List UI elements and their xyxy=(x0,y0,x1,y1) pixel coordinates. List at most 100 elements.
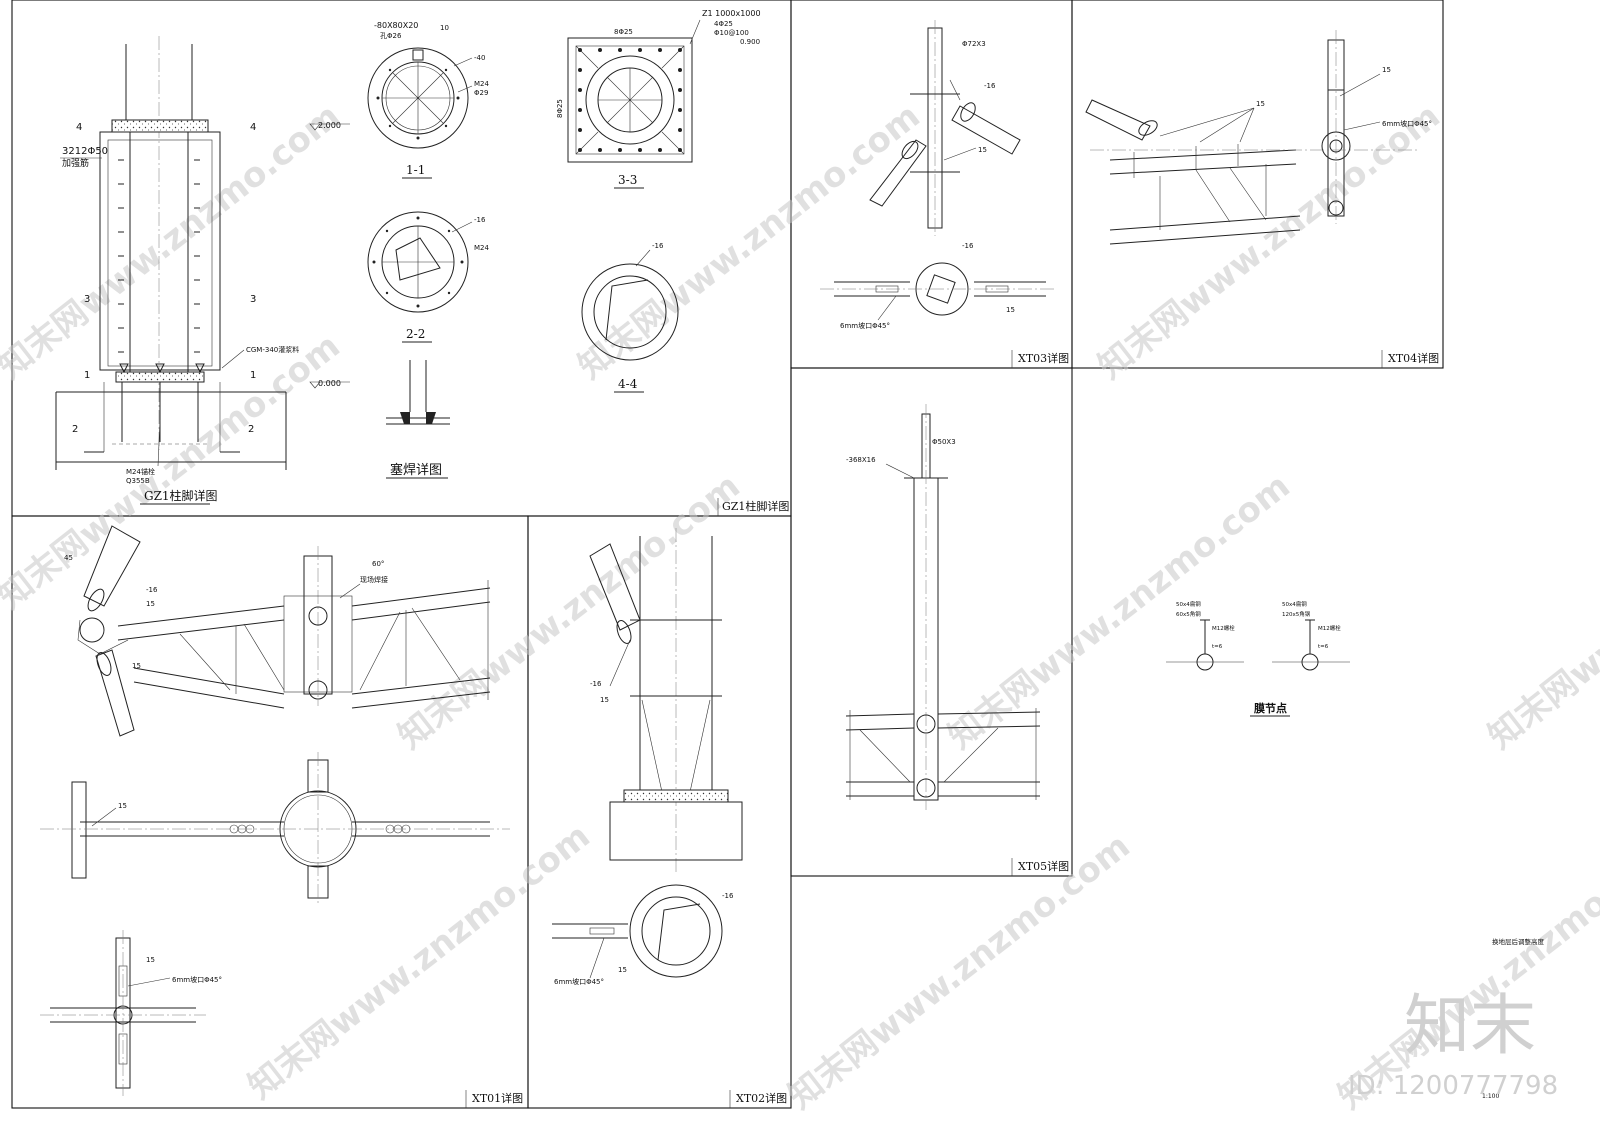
plate-label: -80X80X20 xyxy=(374,21,418,30)
xt05-plate-label: -368X16 xyxy=(846,456,876,464)
xt05-pipe-label: Φ50X3 xyxy=(932,438,956,446)
xt04-detail: 15 15 6mm坡口Φ45° XT04详图 xyxy=(1085,30,1439,368)
plug-weld-detail: 塞焊详图 xyxy=(386,360,450,479)
xt01-title: XT01详图 xyxy=(472,1091,523,1105)
grout-label: CGM-340灌浆料 xyxy=(246,345,299,354)
rebar-sub-label: 加强筋 xyxy=(62,157,89,169)
section-mark-4-left: 4 xyxy=(76,122,82,133)
membrane-title: 膜节点 xyxy=(1254,701,1287,715)
section-mark-2-right: 2 xyxy=(248,424,254,435)
thickness-16: -16 xyxy=(474,216,486,224)
section-mark-4-right: 4 xyxy=(250,122,256,133)
rebar-8-25-top: 8Φ25 xyxy=(614,28,633,36)
xt03-15: 15 xyxy=(978,146,987,154)
xt03-16: -16 xyxy=(984,82,996,90)
z1-rebar: 4Φ25 xyxy=(714,20,733,28)
rebar-8-25-side: 8Φ25 xyxy=(556,99,564,118)
watermark-5: 知末网www.znzmo.com xyxy=(391,466,748,757)
memb-a1: 50x4扁钢 xyxy=(1176,600,1201,608)
xt03-groove: 6mm坡口Φ45° xyxy=(840,321,890,330)
xt04-15-a: 15 xyxy=(1256,100,1265,108)
watermark-9: 知末网www.znzmo.com xyxy=(781,826,1138,1117)
section-1-1: -80X80X20 孔Φ26 10 -40 M24 Φ29 1-1 xyxy=(367,21,489,179)
section-mark-3-left: 3 xyxy=(84,294,90,305)
xt02-15: 15 xyxy=(600,696,609,704)
xt04-groove: 6mm坡口Φ45° xyxy=(1382,119,1432,128)
xt04-title: XT04详图 xyxy=(1388,351,1439,365)
membrane-node-detail: 50x4扁钢 60x5角钢 M12螺栓 t=6 50x4扁钢 120x5角钢 M… xyxy=(1166,600,1350,717)
memb-b2: 120x5角钢 xyxy=(1282,610,1311,618)
xt01-detail: 45 -16 15 15 60° 现场焊接 15 15 6mm坡口Φ45° xyxy=(40,525,523,1108)
section-4-4: -16 4-4 xyxy=(581,242,679,393)
xt02-detail: -16 15 -16 15 6mm坡口Φ45° XT02详图 xyxy=(552,528,787,1108)
xt05-detail: Φ50X3 -368X16 XT05详图 xyxy=(845,404,1069,876)
watermark-7: 知末网www.znzmo.com xyxy=(1481,466,1600,757)
section-2-2: -16 M24 2-2 xyxy=(367,211,489,343)
xt02-16: -16 xyxy=(590,680,602,688)
section-mark-3-right: 3 xyxy=(250,294,256,305)
xt01-groove: 6mm坡口Φ45° xyxy=(172,975,222,984)
section-4-4-title: 4-4 xyxy=(618,377,638,391)
thickness-16-b: -16 xyxy=(652,242,664,250)
brand-logo: 知末 xyxy=(1404,987,1536,1064)
xt02-16-plan: -16 xyxy=(722,892,734,900)
anchor-bolt-label: M24锚栓 xyxy=(126,467,155,476)
memb-b1: 50x4扁钢 xyxy=(1282,600,1307,608)
memb-a2: 60x5角钢 xyxy=(1176,610,1201,618)
xt01-weld-note: 现场焊接 xyxy=(360,575,388,584)
watermark-2: 知末网www.znzmo.com xyxy=(571,96,928,387)
xt02-groove: 6mm坡口Φ45° xyxy=(554,977,604,986)
z1-elev: 0.900 xyxy=(740,38,760,46)
section-2-2-title: 2-2 xyxy=(406,327,425,341)
small-scale: 1:100 xyxy=(1482,1093,1499,1100)
xt01-15-b: 15 xyxy=(132,662,141,670)
rebar-label: 3212Φ50 xyxy=(62,146,108,157)
anchor-bolt-grade: Q355B xyxy=(126,477,150,485)
z1-stirrup: Φ10@100 xyxy=(714,29,749,37)
small-note: 换地层后调整高度 xyxy=(1492,937,1545,946)
xt03-detail: Φ72X3 -16 15 -16 15 6mm坡口Φ45° XT03详图 xyxy=(820,20,1069,368)
frame-xt04 xyxy=(1071,0,1444,369)
xt01-angle: 60° xyxy=(372,560,384,568)
bolt-m24: M24 xyxy=(474,80,489,88)
watermark-6: 知末网www.znzmo.com xyxy=(941,466,1298,757)
section-mark-1-right: 1 xyxy=(250,370,256,381)
xt01-15-plan: 15 xyxy=(118,802,127,810)
z1-label: Z1 1000x1000 xyxy=(702,9,761,18)
thickness-40: -40 xyxy=(474,54,485,62)
plug-weld-title: 塞焊详图 xyxy=(390,462,442,478)
xt02-title: XT02详图 xyxy=(736,1091,787,1105)
xt03-15-plan: 15 xyxy=(1006,306,1015,314)
panel-frames xyxy=(11,0,1444,1109)
gz1-title: GZ1柱脚详图 xyxy=(144,488,218,503)
xt02-15-plan: 15 xyxy=(618,966,627,974)
memb-b-bolt: M12螺栓 xyxy=(1318,624,1341,632)
memb-a-bolt: M12螺栓 xyxy=(1212,624,1235,632)
hole-label: 孔Φ26 xyxy=(380,32,402,40)
gz1-column-foot-elevation: 4 4 3 3 1 1 2 2 3212Φ50 加强筋 2.000 0.000 … xyxy=(55,36,350,505)
xt03-pipe-label: Φ72X3 xyxy=(962,40,986,48)
memb-a-t: t=6 xyxy=(1212,644,1223,650)
gz1-frame-title: GZ1柱脚详图 xyxy=(722,499,789,513)
brand-id: ID: 1200777798 xyxy=(1348,1071,1558,1101)
xt01-16: -16 xyxy=(146,586,158,594)
elevation-0000: 0.000 xyxy=(318,379,341,388)
xt05-title: XT05详图 xyxy=(1018,859,1069,873)
watermarks: 知末网www.znzmo.com 知末网www.znzmo.com 知末网www… xyxy=(0,96,1600,1117)
memb-b-t: t=6 xyxy=(1318,644,1329,650)
dim-10: 10 xyxy=(440,24,449,32)
section-mark-1-left: 1 xyxy=(84,370,90,381)
watermark-8: 知末网www.znzmo.com xyxy=(241,816,598,1107)
frame-xt05 xyxy=(790,367,1073,877)
xt01-15-cross: 15 xyxy=(146,956,155,964)
hole-29: Φ29 xyxy=(474,89,488,97)
shear-studs xyxy=(118,159,200,353)
elevation-2000: 2.000 xyxy=(318,121,341,130)
frame-xt01 xyxy=(11,515,529,1109)
xt03-title: XT03详图 xyxy=(1018,351,1069,365)
section-3-3: 8Φ25 8Φ25 Z1 1000x1000 4Φ25 Φ10@100 0.90… xyxy=(556,9,761,189)
section-mark-2-left: 2 xyxy=(72,424,78,435)
section-1-1-title: 1-1 xyxy=(406,163,425,177)
xt01-45: 45 xyxy=(64,554,73,562)
